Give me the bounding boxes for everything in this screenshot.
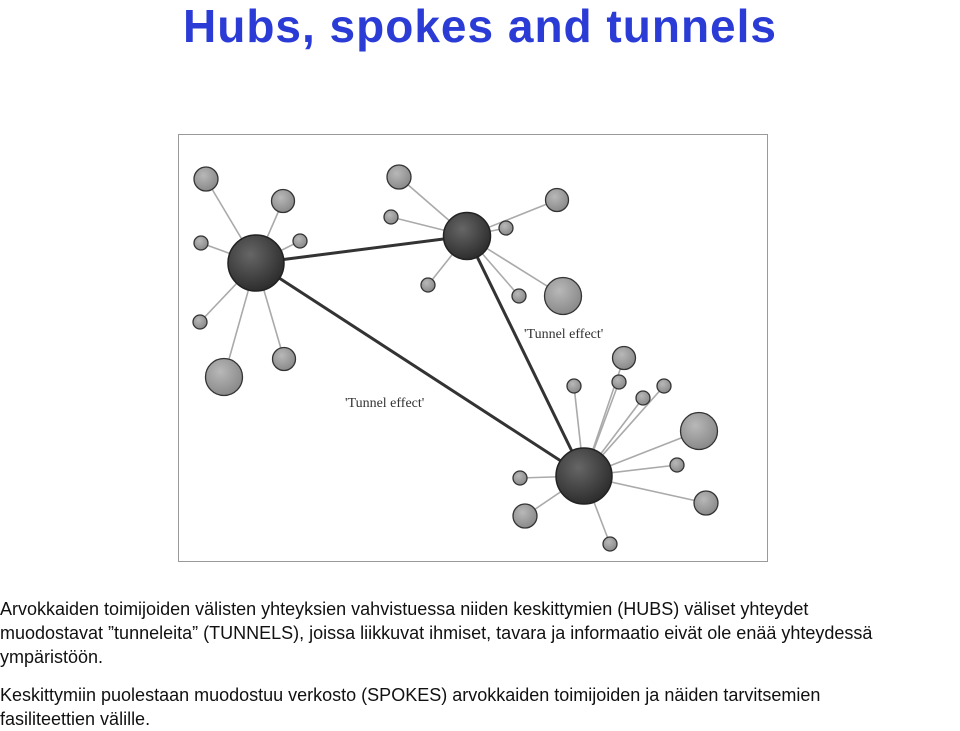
slide-title: Hubs, spokes and tunnels [183, 0, 777, 52]
spoke-node [611, 345, 637, 371]
spoke-node [498, 220, 514, 236]
tunnel-link-hub2-hub3 [465, 235, 586, 477]
spoke-node [511, 288, 527, 304]
tunnel-link-hub1-hub3 [255, 261, 585, 478]
hub-node [227, 234, 285, 292]
spoke-node [383, 209, 399, 225]
spoke-node [192, 314, 208, 330]
spoke-node [270, 188, 296, 214]
spoke-node [420, 277, 436, 293]
spoke-node [635, 390, 651, 406]
tunnel-link-hub1-hub2 [255, 234, 468, 265]
paragraph-line: Keskittymiin puolestaan muodostuu verkos… [0, 685, 821, 705]
spoke-node [611, 374, 627, 390]
paragraph-spokes: Keskittymiin puolestaan muodostuu verkos… [0, 683, 960, 731]
paragraph-line: fasiliteettien välille. [0, 709, 151, 729]
diagram-canvas: 'Tunnel effect' 'Tunnel effect' [192, 164, 719, 552]
spoke-node [193, 235, 209, 251]
tunnel-effect-label: 'Tunnel effect' [345, 396, 424, 411]
spoke-node [204, 357, 244, 397]
hub-node [442, 211, 492, 261]
spoke-node [193, 166, 219, 192]
spoke-node [543, 276, 583, 316]
spoke-node [679, 411, 719, 451]
spoke-node [602, 536, 618, 552]
spoke-node [271, 346, 297, 372]
paragraph-line: ympäristöön. [0, 647, 104, 667]
hub-nodes [227, 211, 613, 505]
tunnel-effect-label: 'Tunnel effect' [524, 327, 603, 342]
hub-node [555, 447, 613, 505]
paragraph-hubs-tunnels: Arvokkaiden toimijoiden välisten yhteyks… [0, 597, 960, 669]
spoke-nodes [192, 164, 719, 552]
tunnel-links [255, 234, 586, 478]
spoke-node [566, 378, 582, 394]
spoke-node [693, 490, 719, 516]
spoke-node [512, 503, 538, 529]
spoke-node [544, 187, 570, 213]
spoke-node [386, 164, 412, 190]
spoke-node [656, 378, 672, 394]
spoke-node [512, 470, 528, 486]
spoke-node [669, 457, 685, 473]
paragraph-line: muodostavat ”tunneleita” (TUNNELS), jois… [0, 623, 873, 643]
hub-spoke-diagram: 'Tunnel effect' 'Tunnel effect' [178, 134, 768, 562]
spoke-node [292, 233, 308, 249]
paragraph-line: Arvokkaiden toimijoiden välisten yhteyks… [0, 599, 809, 619]
